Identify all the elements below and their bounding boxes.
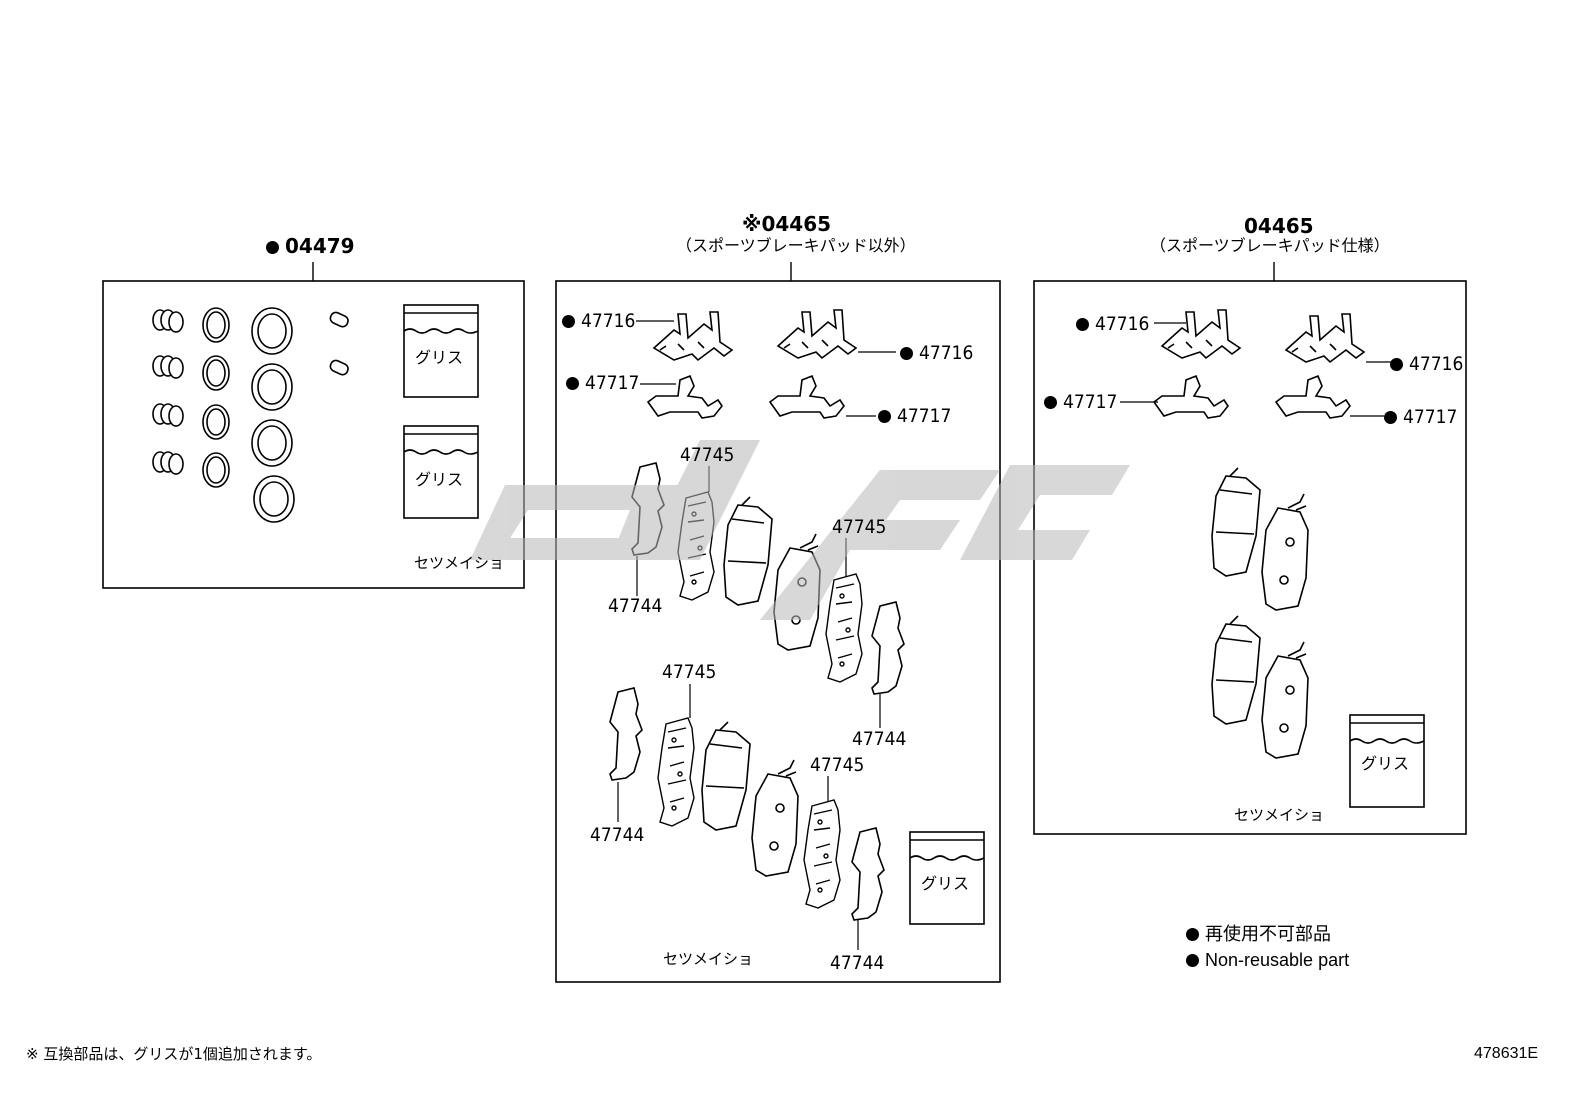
non-reusable-dot-icon bbox=[1044, 396, 1057, 409]
group-middle-part-no: ※04465 bbox=[742, 212, 832, 236]
diagram-id: 478631E bbox=[1474, 1045, 1539, 1062]
instructions-label: セツメイショ bbox=[663, 950, 754, 968]
grease-label: グリス bbox=[921, 874, 970, 893]
callout-47745: 47745 bbox=[832, 516, 887, 538]
callout-47744: 47744 bbox=[608, 595, 663, 617]
non-reusable-dot-icon bbox=[1186, 954, 1199, 967]
callout-47716: 47716 bbox=[562, 312, 635, 331]
callout-47716: 47716 bbox=[1076, 315, 1149, 334]
callout-47745: 47745 bbox=[810, 754, 865, 776]
instructions-label: セツメイショ bbox=[414, 554, 505, 572]
non-reusable-dot-icon bbox=[1390, 358, 1403, 371]
footnote: ※ 互換部品は、グリスが1個追加されます。 bbox=[26, 1045, 322, 1063]
legend-en: Non-reusable part bbox=[1186, 951, 1349, 969]
grease-label: グリス bbox=[415, 470, 464, 489]
callout-47717: 47717 bbox=[566, 374, 639, 393]
non-reusable-dot-icon bbox=[562, 315, 575, 328]
non-reusable-dot-icon bbox=[1186, 928, 1199, 941]
grease-label: グリス bbox=[415, 348, 464, 367]
group-right-subtitle: （スポーツブレーキパッド仕様） bbox=[1150, 236, 1390, 255]
callout-47745: 47745 bbox=[680, 444, 735, 466]
instructions-label: セツメイショ bbox=[1234, 806, 1325, 824]
non-reusable-dot-icon bbox=[1076, 318, 1089, 331]
group-right-part-no: 04465 bbox=[1244, 214, 1314, 238]
callout-47717: 47717 bbox=[1044, 393, 1117, 412]
grease-label: グリス bbox=[1361, 754, 1410, 773]
non-reusable-dot-icon bbox=[878, 410, 891, 423]
callout-47716: 47716 bbox=[1390, 355, 1463, 374]
non-reusable-dot-icon bbox=[266, 241, 279, 254]
group-middle-subtitle: （スポーツブレーキパッド以外） bbox=[676, 236, 916, 255]
non-reusable-dot-icon bbox=[900, 347, 913, 360]
callout-47744: 47744 bbox=[852, 728, 907, 750]
callout-47717: 47717 bbox=[1384, 408, 1457, 427]
callout-47744: 47744 bbox=[590, 824, 645, 846]
callout-47745: 47745 bbox=[662, 661, 717, 683]
group-left-part-no: 04479 bbox=[266, 236, 355, 256]
watermark-logo bbox=[470, 440, 1130, 620]
non-reusable-dot-icon bbox=[1384, 411, 1397, 424]
non-reusable-dot-icon bbox=[566, 377, 579, 390]
legend-jp: 再使用不可部品 bbox=[1186, 925, 1331, 943]
callout-47744: 47744 bbox=[830, 952, 885, 974]
callout-47716: 47716 bbox=[900, 344, 973, 363]
callout-47717: 47717 bbox=[878, 407, 951, 426]
